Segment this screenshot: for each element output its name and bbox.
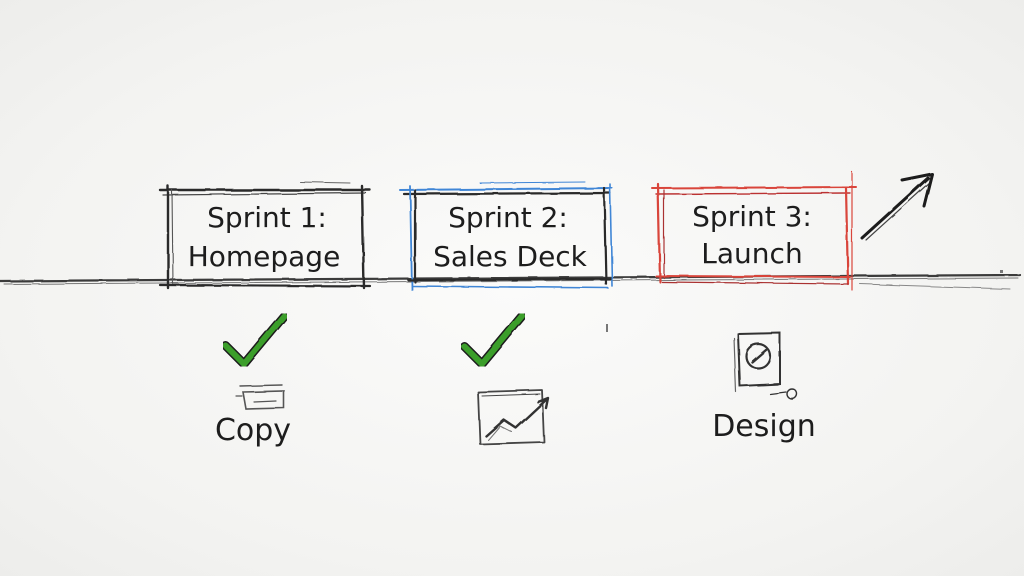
sprint-box-1 bbox=[158, 181, 372, 290]
sprint-box-3 bbox=[651, 171, 857, 291]
sprint-box-2 bbox=[399, 181, 613, 291]
sprint-2-subtitle: Sales Deck bbox=[433, 240, 588, 273]
check-icon bbox=[459, 311, 527, 369]
deliverable-label-3: Design bbox=[712, 409, 816, 444]
arrow-up-right-icon bbox=[860, 172, 934, 241]
sprint-2-title: Sprint 2: bbox=[448, 201, 568, 234]
design-icon bbox=[733, 331, 798, 400]
sprint-3-title: Sprint 3: bbox=[692, 200, 812, 233]
sprint-1-subtitle: Homepage bbox=[188, 240, 341, 273]
sprint-1-title: Sprint 1: bbox=[207, 201, 327, 234]
pencil-marks bbox=[606, 270, 1003, 332]
deliverable-label-1: Copy bbox=[215, 413, 291, 448]
chart-icon bbox=[477, 389, 550, 445]
document-icon bbox=[235, 384, 285, 410]
sprint-3-subtitle: Launch bbox=[701, 237, 802, 270]
check-icon bbox=[221, 311, 289, 369]
